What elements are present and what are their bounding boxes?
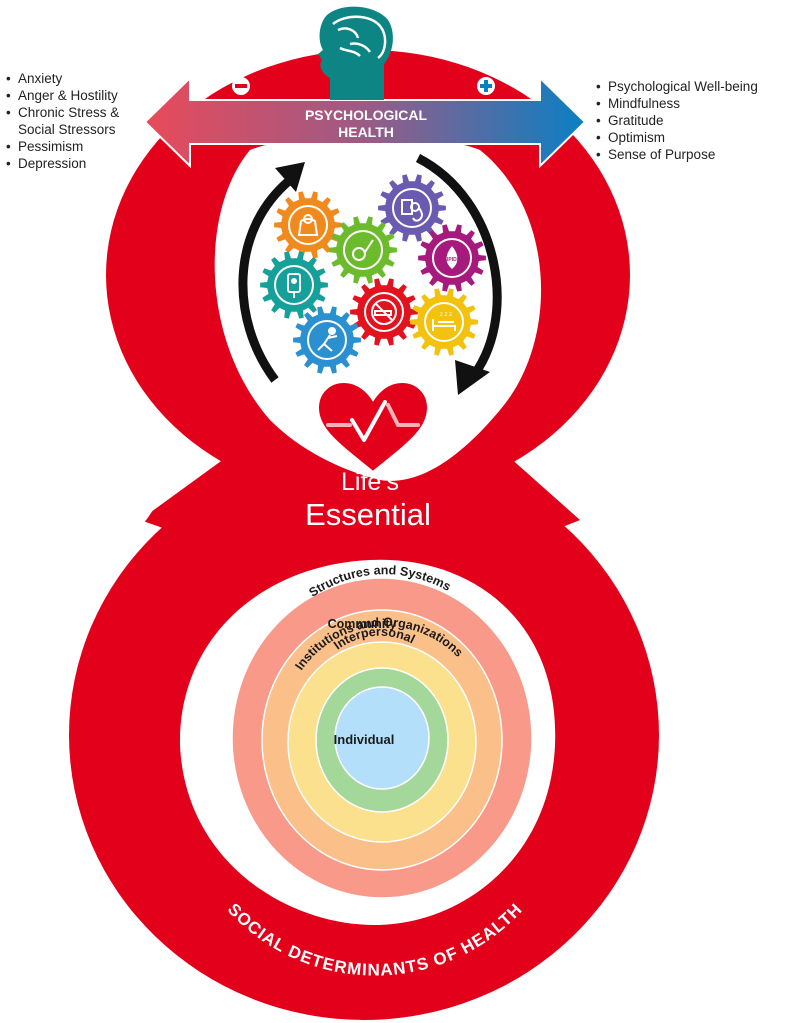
negative-factor: Pessimism: [6, 138, 156, 155]
positive-factor: Psychological Well-being: [596, 78, 785, 95]
negative-factor: Depression: [6, 155, 156, 172]
brand-line2: Essential: [305, 497, 431, 532]
cycle-arrow-left-head: [275, 162, 305, 192]
gear-inner-ring: [343, 230, 383, 270]
brand-line1: Life’s: [341, 468, 399, 496]
positive-factor: Sense of Purpose: [596, 146, 785, 163]
exercise-icon: [317, 327, 338, 352]
gear-blood-pressure: [378, 174, 446, 242]
cycle-arrow-left: [238, 176, 293, 383]
svg-text:LIPIDS: LIPIDS: [444, 257, 461, 263]
lipids-drop-icon: LIPIDS: [444, 246, 461, 269]
gear-weight: [274, 191, 342, 259]
right-notch: [600, 400, 785, 650]
gear-inner-ring: [307, 320, 347, 360]
gear-inner-ring: [364, 292, 404, 332]
gears-cluster: LIPIDS z z z: [260, 174, 486, 374]
gear-physical-activity: [293, 306, 361, 374]
negative-factor: Chronic Stress & Social Stressors: [6, 104, 156, 138]
gear-inner-ring: [288, 205, 328, 245]
blood-pressure-cuff-icon: [401, 199, 423, 222]
negative-factors-list: Anxiety Anger & Hostility Chronic Stress…: [6, 70, 156, 172]
waist: [140, 440, 580, 560]
positive-factor: Mindfulness: [596, 95, 785, 112]
minus-icon: [232, 77, 250, 95]
ring-label-community: Community: [328, 617, 397, 631]
gear-inner-ring: [392, 188, 432, 228]
gear-body: [260, 251, 328, 319]
psych-health-label-line2: HEALTH: [338, 124, 394, 140]
cycle-arrow-right-head: [455, 360, 490, 395]
positive-factor: Optimism: [596, 129, 785, 146]
gear-lipids: LIPIDS: [418, 224, 486, 292]
no-smoking-icon: [371, 299, 397, 325]
gear-inner-ring: [424, 302, 464, 342]
gear-nicotine: [350, 278, 418, 346]
scale-icon: [297, 214, 319, 236]
gear-body: [274, 191, 342, 259]
plus-icon: [477, 77, 495, 95]
svg-text:z z z: z z z: [440, 312, 452, 318]
gear-inner-ring: [432, 238, 472, 278]
gear-inner-ring: [274, 265, 314, 305]
psych-health-label-line1: PSYCHOLOGICAL: [305, 107, 428, 123]
positive-factors-list: Psychological Well-being Mindfulness Gra…: [596, 78, 785, 163]
cycle-arrow-right: [415, 153, 502, 383]
gear-diet: [329, 216, 397, 284]
fruit-vegetable-icon: [352, 239, 374, 261]
glucose-meter-icon: [287, 273, 301, 298]
gear-blood-glucose: [260, 251, 328, 319]
ecological-model: Structures and Systems Community Institu…: [231, 563, 533, 899]
ring-label-individual: Individual: [334, 732, 395, 747]
psychological-health-arrow: PSYCHOLOGICAL HEALTH: [143, 75, 587, 169]
positive-factor: Gratitude: [596, 112, 785, 129]
sleep-bed-icon: z z z: [432, 312, 456, 331]
left-notch: [0, 400, 158, 640]
gear-sleep: z z z: [410, 288, 478, 356]
negative-factor: Anxiety: [6, 70, 156, 87]
ring-individual: [334, 686, 430, 790]
head-brain-icon: [318, 6, 393, 100]
heart-icon: [316, 380, 430, 474]
negative-factor: Anger & Hostility: [6, 87, 156, 104]
cycle-arrows: [238, 153, 502, 395]
